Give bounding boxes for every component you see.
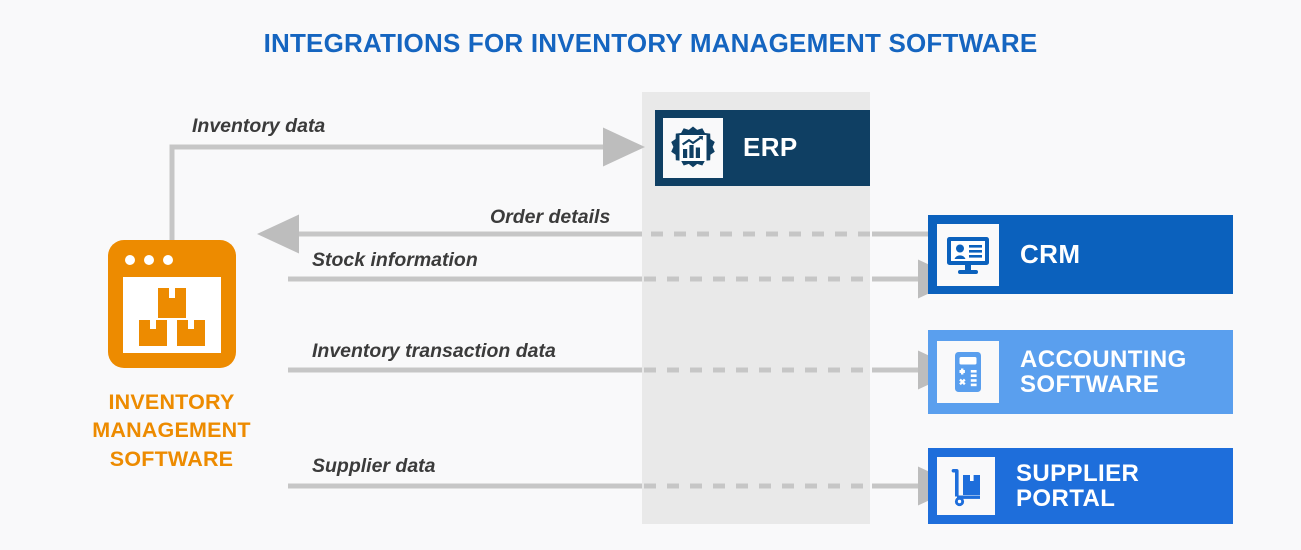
flow-label-stock-information: Stock information — [312, 249, 478, 271]
node-erp[interactable]: ERP — [655, 110, 870, 186]
monitor-contact-card-icon — [947, 236, 989, 274]
page-title: INTEGRATIONS FOR INVENTORY MANAGEMENT SO… — [263, 28, 1038, 58]
supplier-icon-plate — [937, 457, 995, 515]
flow-label-inventory-transaction-data: Inventory transaction data — [312, 340, 556, 362]
crm-icon-plate — [937, 223, 999, 286]
node-inventory-management-software[interactable]: INVENTORY MANAGEMENT SOFTWARE — [64, 238, 279, 473]
flow-label-supplier-data: Supplier data — [312, 455, 436, 477]
supplier-label-line1: SUPPLIER — [1016, 459, 1140, 487]
supplier-label-line2: PORTAL — [1016, 485, 1116, 512]
crm-label: CRM — [1020, 238, 1081, 269]
accounting-icon-plate — [937, 341, 999, 403]
erp-label: ERP — [743, 132, 798, 163]
node-crm[interactable]: CRM — [928, 215, 1233, 294]
flow-label-inventory-data: Inventory data — [192, 115, 326, 137]
accounting-label-line2: SOFTWARE — [1020, 371, 1160, 398]
flow-label-order-details: Order details — [490, 206, 611, 228]
node-supplier-portal[interactable]: SUPPLIER PORTAL — [928, 448, 1233, 524]
node-inventory-label-line3: SOFTWARE — [109, 446, 234, 471]
erp-icon-plate — [663, 118, 723, 178]
node-inventory-label-line2: MANAGEMENT — [92, 418, 251, 443]
accounting-label-line1: ACCOUNTING — [1020, 345, 1187, 373]
gear-bar-chart-icon — [671, 126, 715, 168]
calculator-icon — [955, 352, 981, 392]
node-inventory-label-line1: INVENTORY — [108, 390, 235, 414]
node-inventory-label: INVENTORY MANAGEMENT SOFTWARE — [64, 388, 279, 473]
node-accounting-software[interactable]: ACCOUNTING SOFTWARE — [928, 330, 1233, 414]
accounting-label: ACCOUNTING SOFTWARE — [1020, 345, 1187, 398]
supplier-label: SUPPLIER PORTAL — [1016, 459, 1140, 512]
inventory-boxes-window-icon — [107, 240, 236, 368]
hand-truck-box-icon — [951, 469, 980, 507]
